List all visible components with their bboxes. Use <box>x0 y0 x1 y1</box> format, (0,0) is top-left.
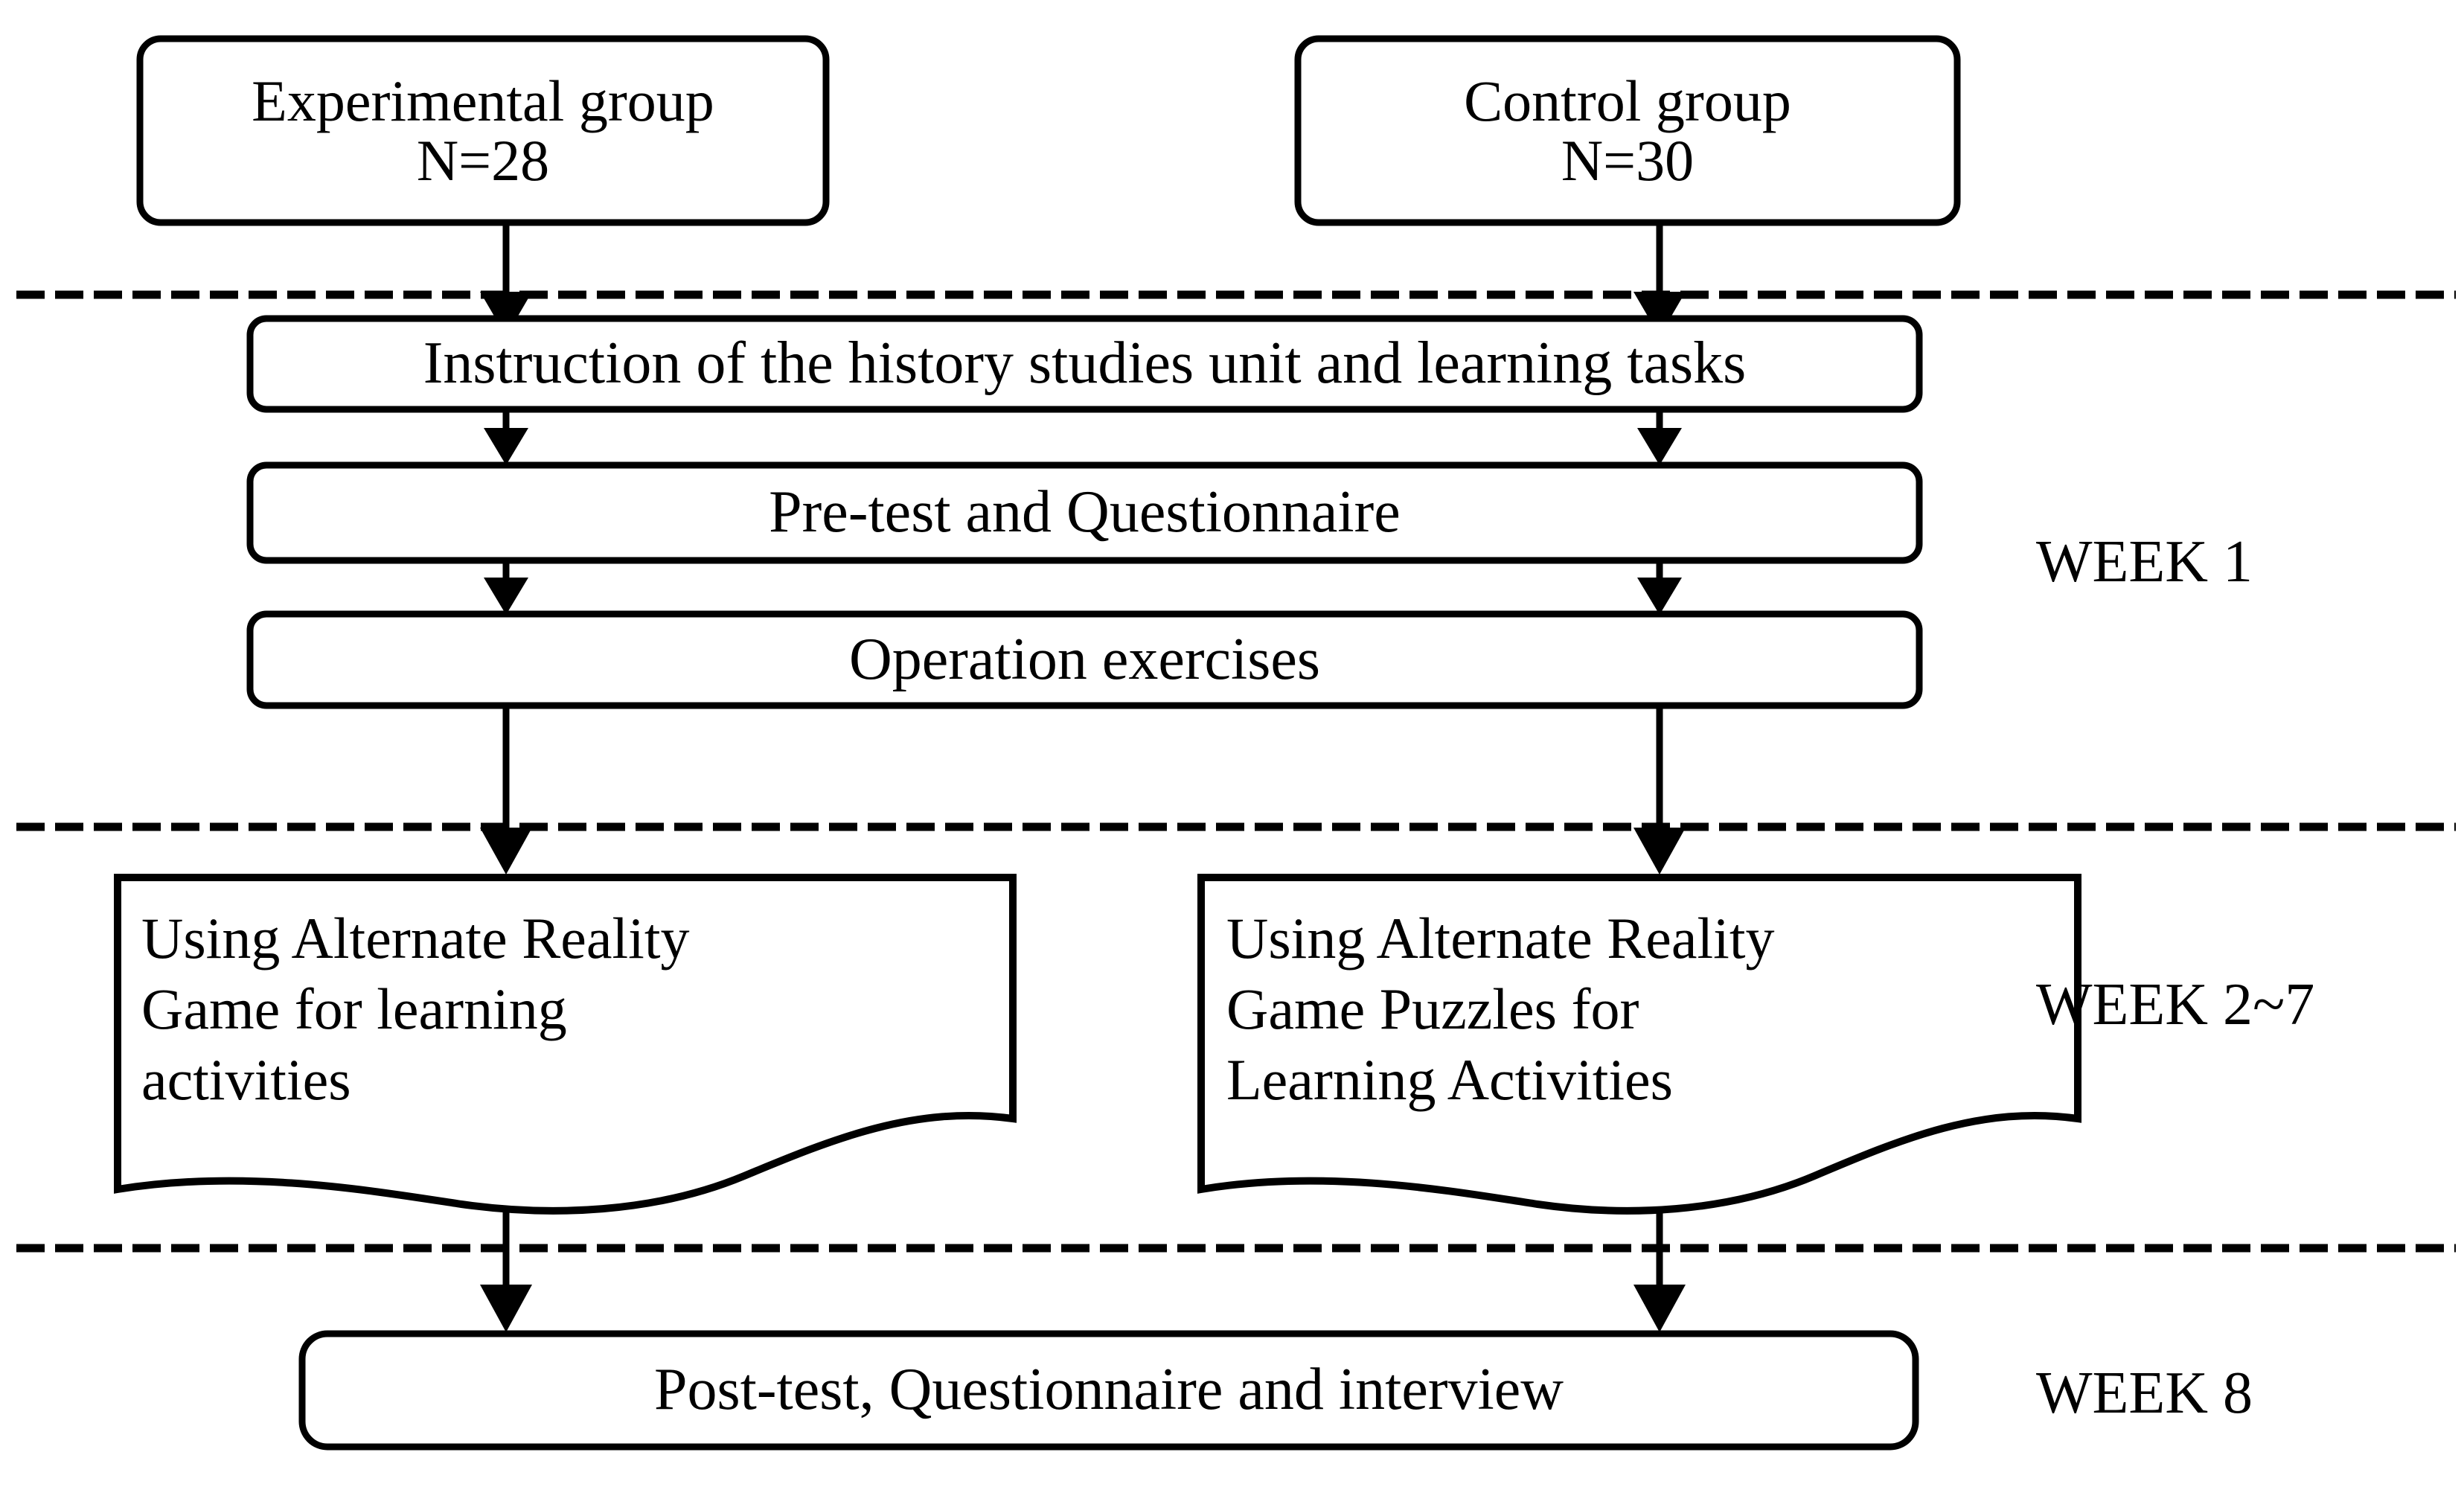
node-pretest-label: Pre-test and Questionnaire <box>769 479 1401 546</box>
connector-pretest-to-operation-right <box>1637 560 1682 615</box>
node-operation <box>246 610 1923 709</box>
connector-instruction-to-pretest-left <box>484 409 528 465</box>
node-instruction-label: Instruction of the history studies unit … <box>423 330 1747 397</box>
node-posttest <box>298 1330 1919 1451</box>
node-arg-experimental <box>114 874 1017 1215</box>
node-control-group <box>1294 35 1961 226</box>
week-label-1: WEEK 1 <box>2036 529 2253 595</box>
connector-instruction-to-pretest-right <box>1637 409 1682 465</box>
node-instruction <box>246 315 1923 413</box>
week-label-2-7: WEEK 2~7 <box>2036 972 2315 1037</box>
connector-operation-to-arg-control <box>1633 706 1686 875</box>
node-experimental-group <box>136 35 830 226</box>
node-arg-control <box>1197 874 2081 1215</box>
connector-operation-to-arg-experimental <box>480 706 532 875</box>
node-operation-label: Operation exercises <box>848 626 1321 692</box>
node-experimental-group-label: Experimental group N=28 <box>252 68 714 193</box>
node-control-group-label: Control group N=30 <box>1464 68 1791 193</box>
connector-pretest-to-operation-left <box>484 560 528 615</box>
node-posttest-label: Post-test, Questionnaire and interview <box>654 1357 1564 1423</box>
week-label-8: WEEK 8 <box>2036 1360 2253 1426</box>
node-arg-control-label: Using Alternate Reality Game Puzzles for… <box>1226 906 1775 1113</box>
node-arg-experimental-label: Using Alternate Reality Game for learnin… <box>141 906 690 1113</box>
node-pretest <box>246 461 1923 564</box>
